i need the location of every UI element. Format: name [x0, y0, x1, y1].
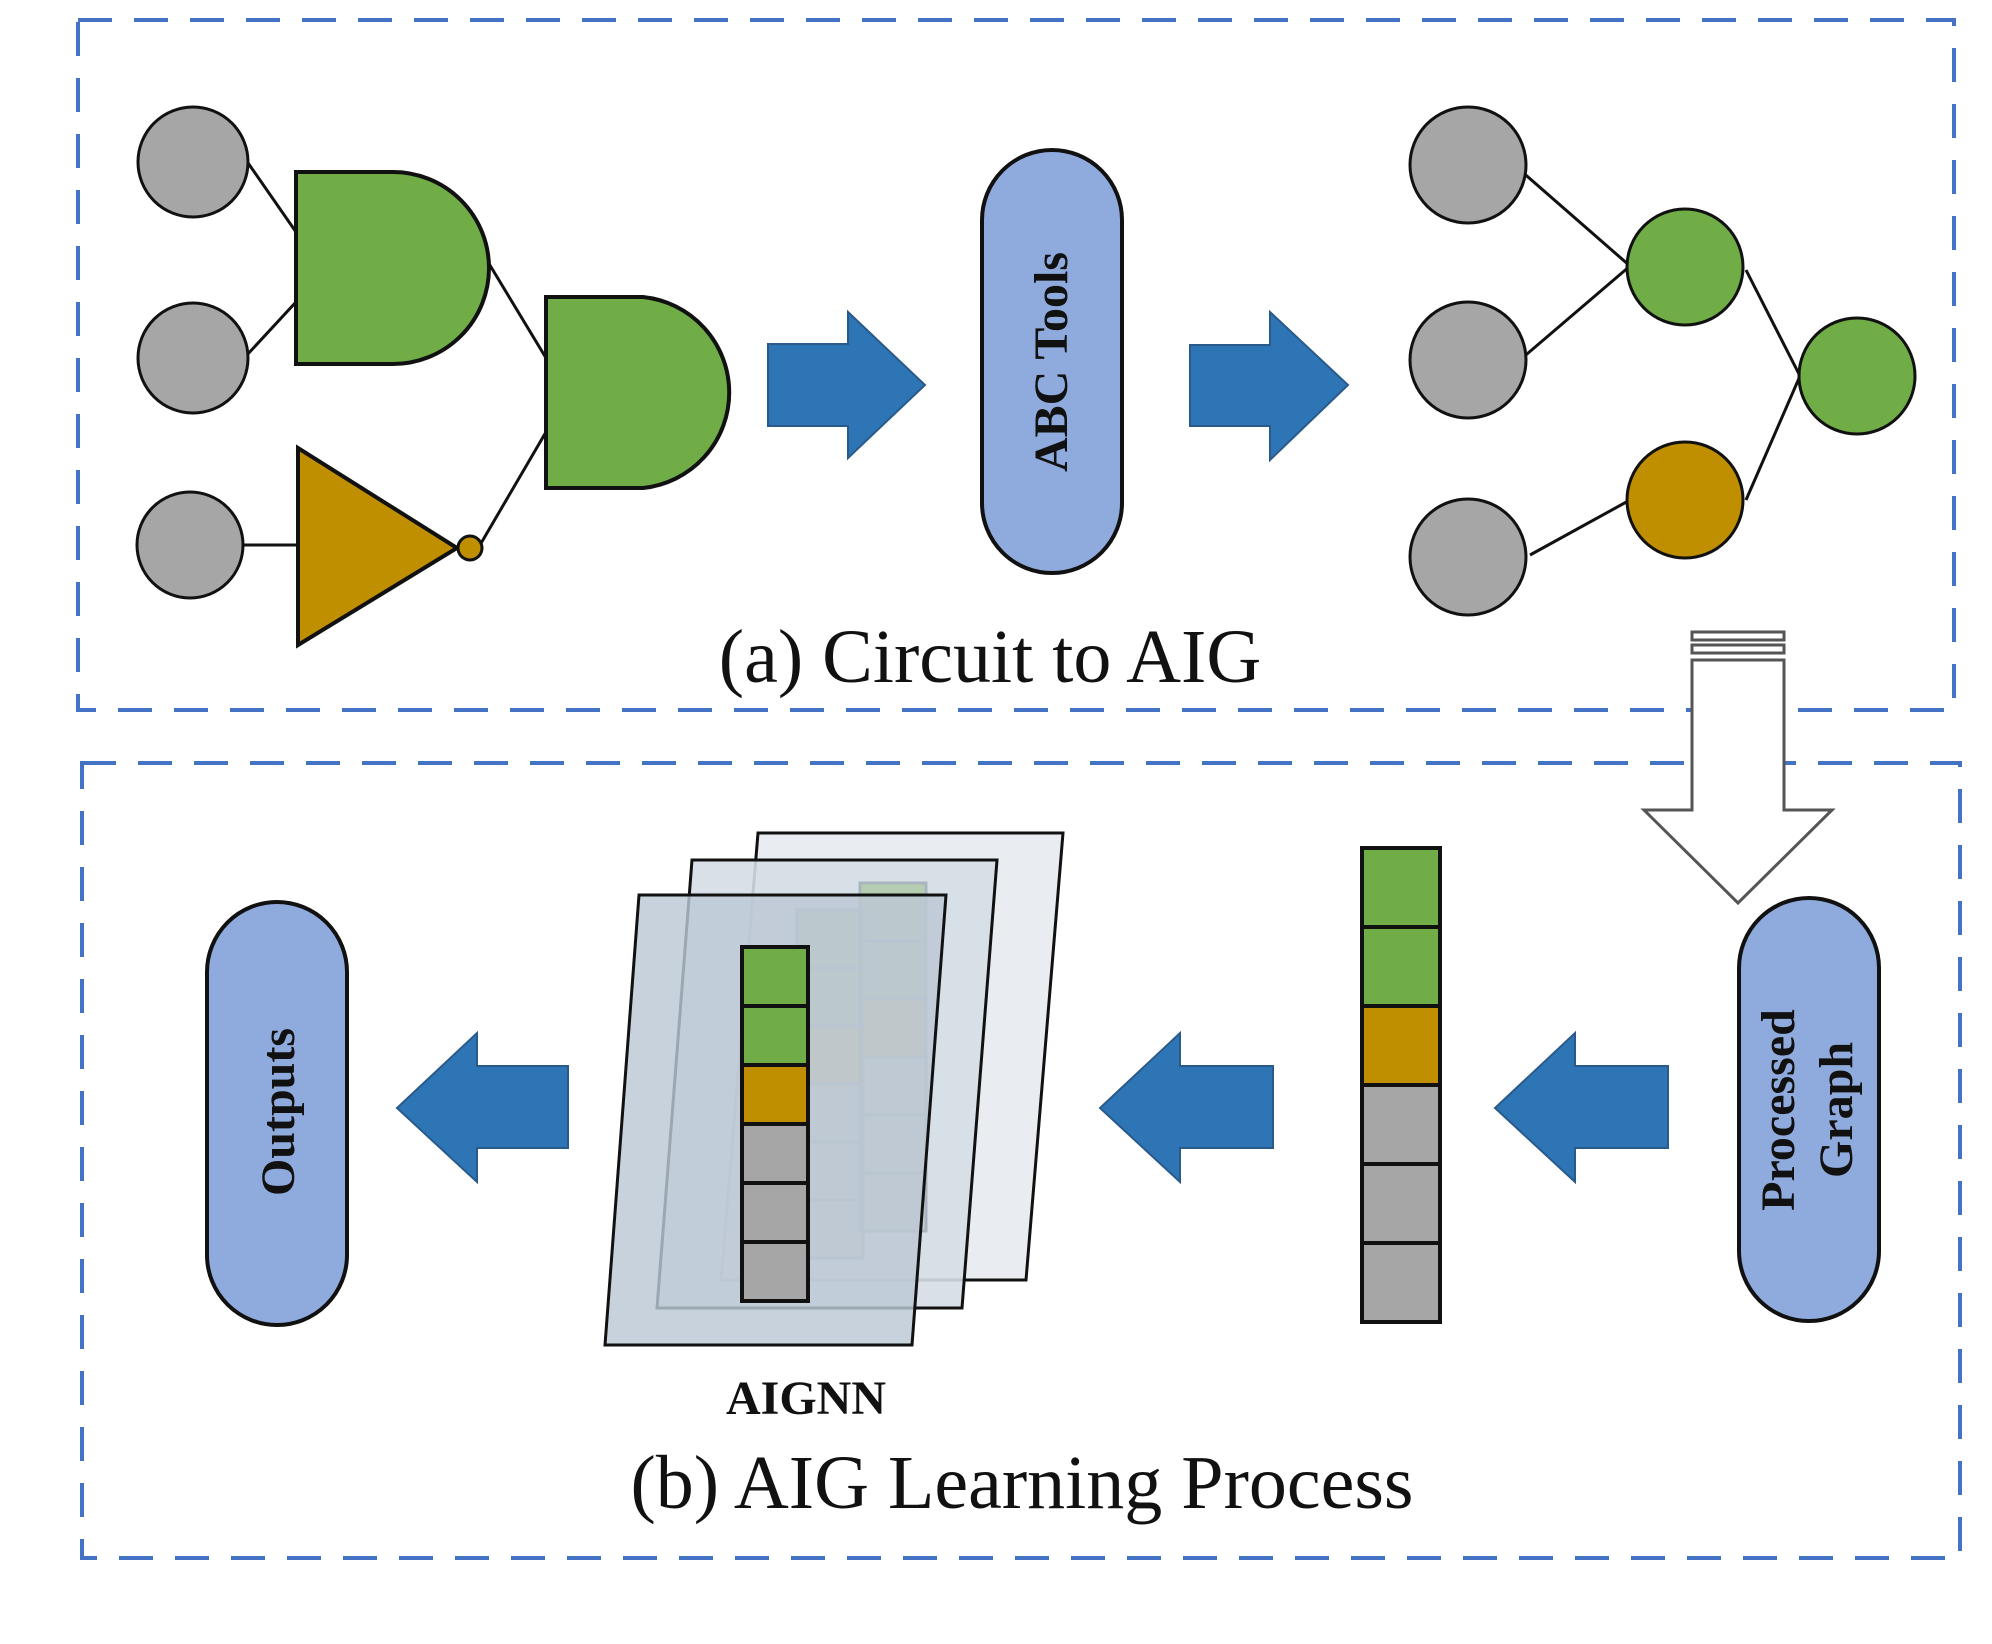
panel-a-frame: [76, 18, 1956, 712]
abc-tools-box: [980, 148, 1124, 575]
panel-b-caption: (b) AIG Learning Process: [630, 1441, 1413, 1525]
aig-not-node: [1625, 440, 1745, 560]
aignn-vector-cell-1: [740, 945, 810, 1008]
aig-edges: [1519, 168, 1802, 557]
arrow-circuit-to-abc: [767, 309, 927, 461]
feature-vector-cell-1: [1360, 846, 1442, 929]
aignn-vector-cell-2: [740, 1004, 810, 1067]
not-gate-bubble: [456, 534, 484, 562]
outputs-box: [205, 900, 349, 1327]
circuit-input-node-1: [136, 105, 250, 219]
aig-and-node-2: [1797, 316, 1917, 436]
not-gate: [296, 444, 461, 649]
feature-vector-cell-4: [1360, 1083, 1442, 1166]
arrow-abc-to-aig: [1189, 309, 1350, 463]
processed-graph-box: [1737, 896, 1881, 1323]
processed-graph-label-line1: Processed: [1752, 1009, 1805, 1211]
arrow-graph-to-vector: [1493, 1030, 1669, 1185]
aignn-front-vector: [740, 945, 810, 1303]
panel-a-caption: (a) Circuit to AIG: [719, 615, 1261, 699]
hollow-arrow-a-to-b: [1640, 630, 1836, 906]
aig-input-node-3: [1408, 497, 1528, 617]
and-gate-1: [294, 170, 491, 366]
circuit-input-node-2: [136, 301, 250, 415]
aig-input-node-1: [1408, 105, 1528, 225]
abc-tools-label: ABC Tools: [1025, 252, 1078, 472]
circuit-wires: [242, 159, 548, 547]
aig-and-node-1: [1625, 207, 1745, 327]
aig-input-node-2: [1408, 300, 1528, 420]
aignn-vector-cell-4: [740, 1122, 810, 1185]
and-gate-2: [544, 295, 732, 490]
arrow-vector-to-aignn: [1098, 1030, 1274, 1185]
feature-vector-cell-5: [1360, 1162, 1442, 1245]
aignn-vector-cell-6: [740, 1240, 810, 1303]
feature-vector-cell-2: [1360, 925, 1442, 1008]
feature-vector: [1360, 846, 1442, 1324]
circuit-input-node-3: [135, 490, 245, 600]
aignn-vector-cell-3: [740, 1063, 810, 1126]
outputs-label: Outputs: [252, 1028, 305, 1196]
feature-vector-cell-3: [1360, 1004, 1442, 1087]
processed-graph-label-line2: Graph: [1810, 1042, 1863, 1178]
aignn-vector-cell-5: [740, 1181, 810, 1244]
aignn-layers: [603, 831, 1065, 1347]
panel-b-frame: [80, 761, 1962, 1560]
arrow-aignn-to-outputs: [395, 1030, 569, 1185]
feature-vector-cell-6: [1360, 1241, 1442, 1324]
aignn-label: AIGNN: [726, 1372, 886, 1425]
